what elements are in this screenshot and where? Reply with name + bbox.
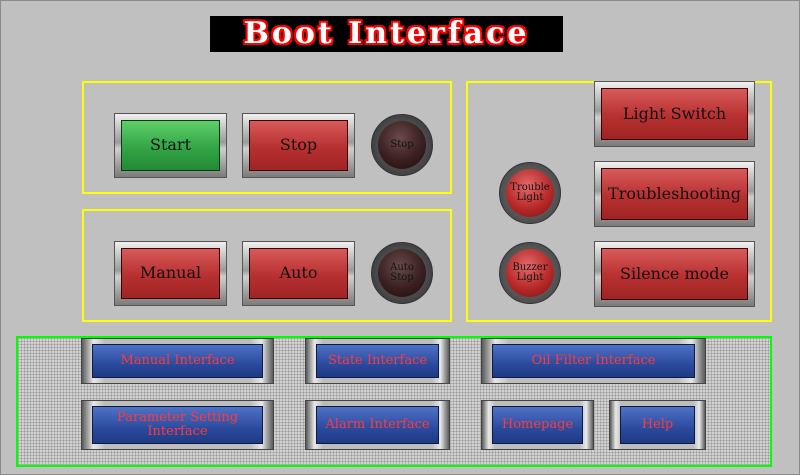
auto-button-label: Auto bbox=[249, 248, 348, 299]
silence-mode-label: Silence mode bbox=[601, 248, 748, 300]
parameter-setting-interface-label: Parameter Setting Interface bbox=[92, 406, 263, 444]
parameter-setting-interface-button[interactable]: Parameter Setting Interface bbox=[81, 400, 274, 450]
manual-button[interactable]: Manual bbox=[114, 241, 227, 306]
trouble-light-lamp: Trouble Light bbox=[499, 162, 561, 224]
help-button[interactable]: Help bbox=[609, 400, 706, 450]
auto-stop-lamp-label: Auto Stop bbox=[378, 249, 426, 297]
state-interface-label: State Interface bbox=[316, 344, 439, 378]
trouble-light-label: Trouble Light bbox=[506, 169, 554, 217]
auto-stop-indicator-lamp: Auto Stop bbox=[371, 242, 433, 304]
light-switch-button[interactable]: Light Switch bbox=[594, 81, 755, 147]
oil-filter-interface-label: Oil Filter Interface bbox=[492, 344, 695, 378]
troubleshooting-label: Troubleshooting bbox=[601, 168, 748, 220]
stop-lamp-label: Stop bbox=[378, 121, 426, 169]
state-interface-button[interactable]: State Interface bbox=[305, 338, 450, 384]
stop-indicator-lamp: Stop bbox=[371, 114, 433, 176]
page-title: Boot Interface bbox=[210, 16, 563, 52]
start-button-label: Start bbox=[121, 120, 220, 171]
oil-filter-interface-button[interactable]: Oil Filter Interface bbox=[481, 338, 706, 384]
manual-auto-panel bbox=[82, 209, 452, 322]
homepage-label: Homepage bbox=[492, 406, 583, 444]
homepage-button[interactable]: Homepage bbox=[481, 400, 594, 450]
manual-button-label: Manual bbox=[121, 248, 220, 299]
buzzer-light-lamp: Buzzer Light bbox=[499, 242, 561, 304]
stop-button[interactable]: Stop bbox=[242, 113, 355, 178]
manual-interface-button[interactable]: Manual Interface bbox=[81, 338, 274, 384]
silence-mode-button[interactable]: Silence mode bbox=[594, 241, 755, 307]
buzzer-light-label: Buzzer Light bbox=[506, 249, 554, 297]
troubleshooting-button[interactable]: Troubleshooting bbox=[594, 161, 755, 227]
auto-button[interactable]: Auto bbox=[242, 241, 355, 306]
manual-interface-label: Manual Interface bbox=[92, 344, 263, 378]
alarm-interface-label: Alarm Interface bbox=[316, 406, 439, 444]
stop-button-label: Stop bbox=[249, 120, 348, 171]
alarm-interface-button[interactable]: Alarm Interface bbox=[305, 400, 450, 450]
light-switch-label: Light Switch bbox=[601, 88, 748, 140]
start-stop-panel bbox=[82, 81, 452, 194]
help-label: Help bbox=[620, 406, 695, 444]
start-button[interactable]: Start bbox=[114, 113, 227, 178]
